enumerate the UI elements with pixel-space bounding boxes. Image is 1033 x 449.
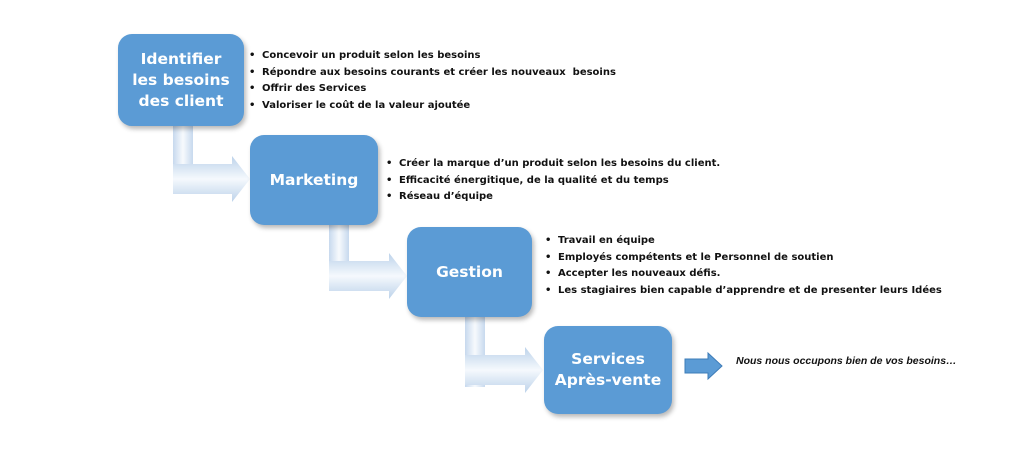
step-label-line: Services (571, 350, 645, 368)
connector-arrow-3 (465, 317, 543, 393)
step-label-line: Identifier (140, 49, 222, 68)
bullet-item: Les stagiaires bien capable d’apprendre … (545, 283, 942, 300)
step-label-line: Marketing (269, 170, 359, 189)
right-arrow-icon (684, 351, 723, 381)
bullet-item: Offrir des Services (249, 81, 616, 98)
step-box-marketing: Marketing (250, 135, 378, 225)
step-label-line: Après-vente (554, 371, 662, 389)
step-box-services-apres-vente: Services Après-vente (544, 326, 672, 414)
bullet-list-marketing: Créer la marque d’un produit selon les b… (386, 156, 720, 206)
tagline: Nous nous occupons bien de vos besoins… (736, 355, 957, 367)
bullet-item: Réseau d’équipe (386, 189, 720, 206)
step-box-gestion: Gestion (407, 227, 532, 317)
bullet-list-identifier: Concevoir un produit selon les besoins R… (249, 48, 616, 114)
step-label-line: des client (138, 91, 224, 110)
bullet-item: Accepter les nouveaux défis. (545, 266, 942, 283)
bullet-item: Efficacité énergitique, de la qualité et… (386, 173, 720, 190)
bullet-list-gestion: Travail en équipe Employés compétents et… (545, 233, 942, 299)
step-label-line: les besoins (132, 70, 230, 89)
bullet-item: Concevoir un produit selon les besoins (249, 48, 616, 65)
connector-arrow-1 (173, 125, 250, 202)
bullet-item: Employés compétents et le Personnel de s… (545, 250, 942, 267)
step-label-line: Gestion (436, 262, 503, 281)
step-box-identifier-besoins: Identifier les besoins des client (118, 34, 244, 126)
bullet-item: Créer la marque d’un produit selon les b… (386, 156, 720, 173)
connector-arrow-2 (329, 224, 407, 299)
bullet-item: Valoriser le coût de la valeur ajoutée (249, 98, 616, 115)
bullet-item: Travail en équipe (545, 233, 942, 250)
bullet-item: Répondre aux besoins courants et créer l… (249, 65, 616, 82)
